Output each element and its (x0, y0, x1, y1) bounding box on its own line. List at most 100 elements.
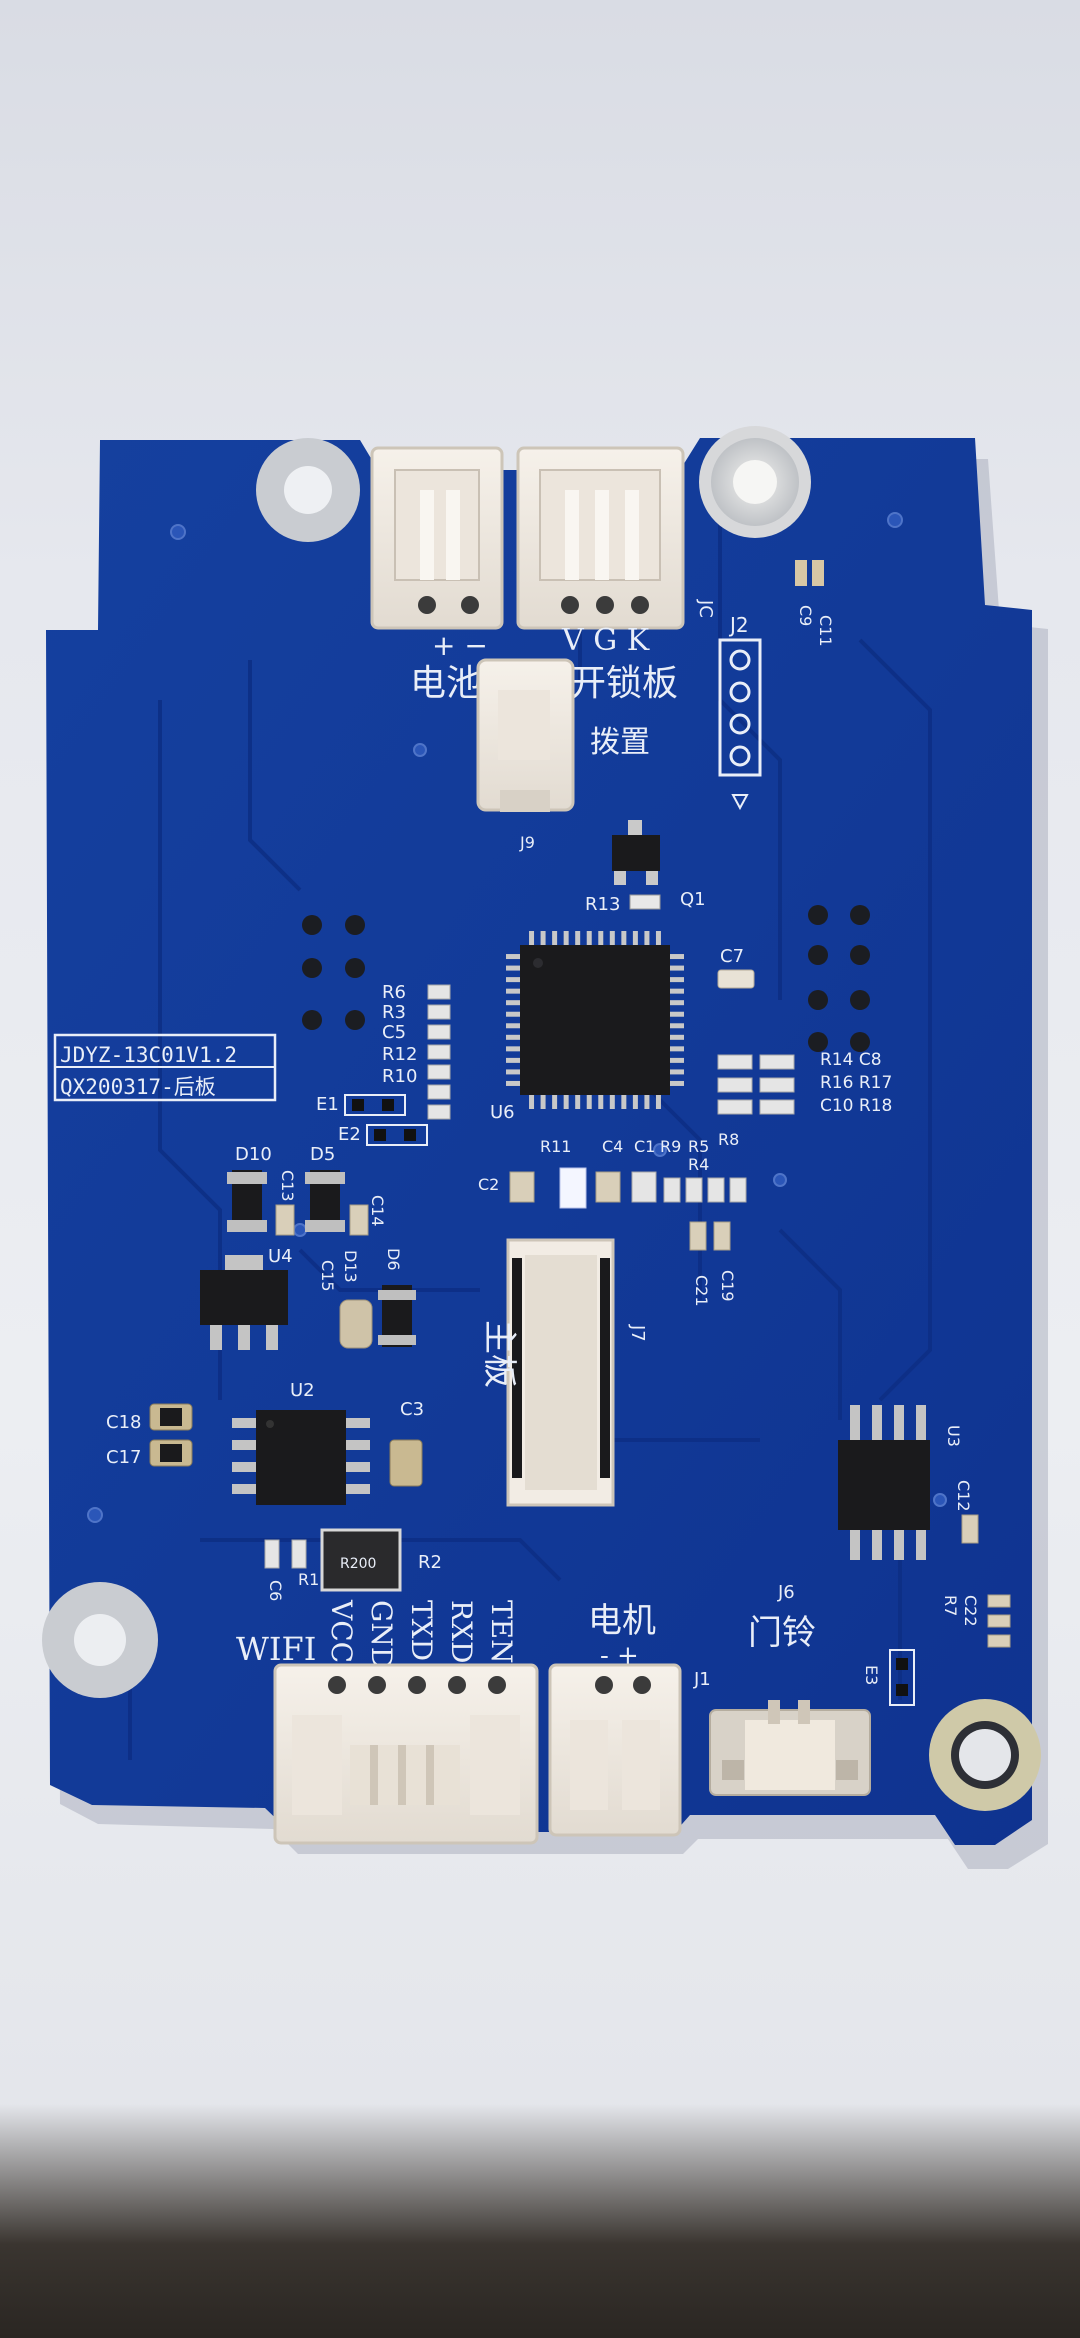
dial-connector (476, 658, 575, 812)
d6-ref: D6 (384, 1248, 403, 1271)
u6-pin (670, 1080, 684, 1086)
battery-label: 电池 (410, 663, 482, 704)
battery-connector (370, 446, 504, 630)
jc-ref: JC (695, 599, 716, 618)
wifi-pin-txd: TXD (405, 1600, 438, 1661)
u6-pin (670, 1000, 684, 1006)
doorbell-connector (709, 1700, 871, 1796)
r1-ref: R1 (298, 1570, 319, 1589)
pad-cluster-right (808, 905, 870, 1052)
wifi-pin-ten: TEN (485, 1600, 518, 1664)
r2-ref: R2 (418, 1552, 442, 1573)
d10-ref: D10 (235, 1144, 272, 1165)
u6-pin (506, 1011, 520, 1017)
u2-pins (232, 1418, 370, 1494)
d13-ref: D13 (341, 1250, 360, 1283)
u6-pin (506, 1057, 520, 1063)
u6-pin (632, 1095, 638, 1109)
c22-ref: C22 (961, 1595, 980, 1627)
q1-transistor (612, 820, 660, 885)
model-line-2: QX200317-后板 (60, 1075, 216, 1099)
u6-pin (609, 1095, 615, 1109)
mounting-hole-bottom-left (42, 1582, 158, 1698)
u6-pin (670, 977, 684, 983)
c14-ref: C14 (368, 1195, 387, 1227)
u6-pin (563, 931, 569, 945)
u6-pin (506, 988, 520, 994)
right-resistor-array (717, 1054, 795, 1115)
r13-ref: R13 (585, 894, 620, 915)
u4-ref: U4 (268, 1246, 293, 1267)
u6-pin (655, 931, 661, 945)
wifi-pin-vcc: VCC (325, 1599, 358, 1663)
u6-pin (670, 1034, 684, 1040)
doorbell-label: 门铃 (748, 1613, 816, 1653)
c12-ref: C12 (954, 1480, 973, 1512)
u6-pin (644, 931, 650, 945)
u2-ref: U2 (290, 1380, 315, 1401)
r10-ref: R10 (382, 1066, 417, 1087)
j6-ref: J6 (777, 1582, 795, 1603)
u6-pin (506, 977, 520, 983)
r6-ref: R6 (382, 982, 406, 1003)
mid-resistor-array (663, 1177, 747, 1203)
u6-mcu-chip (520, 945, 670, 1095)
d5-diode (305, 1170, 345, 1232)
r200-resistor (320, 1528, 402, 1592)
u6-pin (506, 965, 520, 971)
u6-pin (670, 1011, 684, 1017)
c5-ref: C5 (382, 1022, 406, 1043)
u6-pin (632, 931, 638, 945)
c13-ref: C13 (278, 1170, 297, 1202)
u6-pin (506, 1046, 520, 1052)
j7-ref: J7 (627, 1324, 648, 1342)
c7-ref: C7 (720, 946, 744, 967)
j2-header (718, 638, 762, 811)
u6-pin (670, 1046, 684, 1052)
c18-ref: C18 (106, 1412, 141, 1433)
u6-pin (621, 1095, 627, 1109)
u6-pins (506, 931, 684, 1109)
u6-pin (621, 931, 627, 945)
mounting-hole-top-right (699, 426, 811, 538)
main-board-label: 主板 (479, 1320, 519, 1388)
q1-ref: Q1 (680, 889, 706, 910)
u6-pin (506, 1034, 520, 1040)
c19-ref: C19 (718, 1270, 737, 1302)
u6-pin (655, 1095, 661, 1109)
r5-ref: R5 (688, 1137, 709, 1156)
u3-pins (850, 1405, 926, 1560)
c15-ref: C15 (318, 1260, 337, 1292)
pcb-board (46, 438, 1032, 1845)
u6-pin (670, 1057, 684, 1063)
u6-pin (563, 1095, 569, 1109)
main-board-connector (506, 1238, 615, 1507)
r16-r17-ref: R16 R17 (820, 1073, 892, 1093)
c10-r18-ref: C10 R18 (820, 1096, 892, 1116)
r12-ref: R12 (382, 1044, 417, 1065)
u6-ref: U6 (490, 1102, 515, 1123)
e2-ref: E2 (338, 1124, 361, 1145)
r8-ref: R8 (718, 1130, 739, 1149)
u6-pin (506, 1080, 520, 1086)
left-resistor-array (427, 984, 451, 1120)
u6-pin (670, 965, 684, 971)
r11-ref: R11 (540, 1137, 571, 1156)
r7-c22-parts (987, 1594, 1011, 1648)
u6-pin (598, 1095, 604, 1109)
lock-board-pins-label: V G K (561, 623, 650, 658)
c3-ref: C3 (400, 1399, 424, 1420)
u6-pin (529, 931, 535, 945)
u6-pin (586, 1095, 592, 1109)
wifi-pin-gnd: GND (365, 1600, 398, 1669)
battery-pins-label: + − (432, 629, 488, 662)
r3-ref: R3 (382, 1002, 406, 1023)
u6-pin (644, 1095, 650, 1109)
c6-ref: C6 (266, 1580, 285, 1601)
wifi-label: WIFI (236, 1630, 316, 1668)
c18-c17-caps (149, 1403, 193, 1467)
r4-ref: R4 (688, 1155, 709, 1174)
u6-pin (540, 1095, 546, 1109)
u6-pin (670, 1069, 684, 1075)
